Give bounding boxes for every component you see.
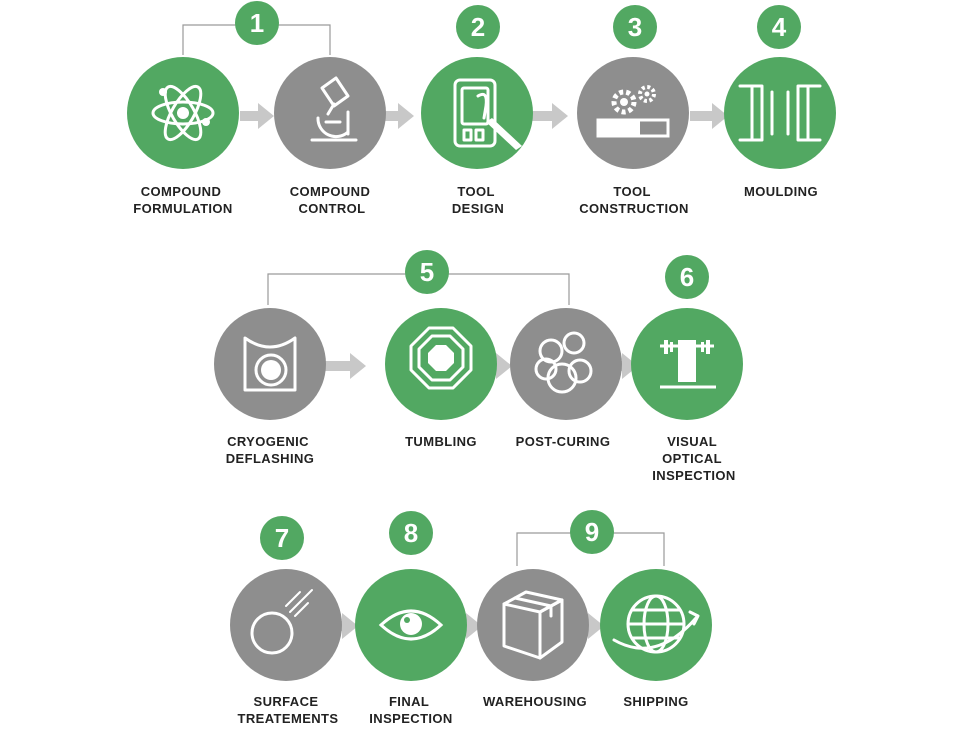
atom-icon: [151, 84, 215, 142]
step-surface-treatements: SURFACE TREATEMENTS: [230, 569, 342, 726]
arrow-3: [530, 103, 568, 129]
svg-text:4: 4: [772, 12, 787, 42]
deflash-icon: [243, 336, 297, 392]
step-tool-design: TOOL DESIGN: [421, 57, 533, 216]
step-compound-control: COMPOUND CONTROL: [274, 57, 386, 216]
arrow-1: [240, 103, 274, 129]
stage-badge-7: 7: [260, 516, 304, 560]
stage-badge-5: 5: [405, 250, 449, 294]
svg-text:5: 5: [420, 257, 434, 287]
step-label: TOOL CONSTRUCTION: [579, 184, 689, 216]
svg-text:7: 7: [275, 523, 289, 553]
step-label: CRYOGENIC DEFLASHING: [226, 434, 315, 466]
step-circle: [724, 57, 836, 169]
rings-icon: [534, 331, 593, 394]
svg-text:8: 8: [404, 518, 418, 548]
step-shipping: SHIPPING: [600, 569, 712, 709]
microscope-icon: [310, 76, 358, 142]
step-tool-construction: TOOL CONSTRUCTION: [577, 57, 689, 216]
box-icon: [502, 590, 564, 660]
step-circle: [230, 569, 342, 681]
stage-badge-8: 8: [389, 511, 433, 555]
stage-badge-1: 1: [235, 1, 279, 45]
step-visual-optical-inspection: VISUAL OPTICAL INSPECTION: [631, 308, 743, 483]
step-label: VISUAL OPTICAL INSPECTION: [652, 434, 735, 483]
svg-text:9: 9: [585, 517, 599, 547]
gears-icon: [596, 85, 670, 138]
step-circle: [477, 569, 589, 681]
step-label: COMPOUND FORMULATION: [133, 184, 232, 216]
step-tumbling: TUMBLING: [385, 308, 497, 449]
stage-badges: 1 2 3 4 5 6 7 8: [235, 1, 801, 560]
eye-icon: [378, 609, 444, 641]
step-label: TOOL DESIGN: [452, 184, 504, 216]
stage-badge-9: 9: [570, 510, 614, 554]
step-circle: [577, 57, 689, 169]
stage-badge-2: 2: [456, 5, 500, 49]
svg-text:6: 6: [680, 262, 694, 292]
arrow-4: [690, 103, 728, 129]
stage-badge-4: 4: [757, 5, 801, 49]
step-moulding: MOULDING: [724, 57, 836, 199]
step-label: SHIPPING: [623, 694, 688, 709]
svg-text:2: 2: [471, 12, 485, 42]
svg-text:3: 3: [628, 12, 642, 42]
step-cryogenic-deflashing: CRYOGENIC DEFLASHING: [214, 308, 326, 466]
step-final-inspection: FINAL INSPECTION: [355, 569, 467, 726]
step-label: WAREHOUSING: [483, 694, 587, 709]
step-label: COMPOUND CONTROL: [290, 184, 375, 216]
step-label: SURFACE TREATEMENTS: [238, 694, 339, 726]
globe-icon: [612, 594, 700, 654]
tablet-stylus-icon: [453, 78, 522, 150]
octagon-icon: [409, 326, 473, 390]
step-post-curing: POST-CURING: [510, 308, 622, 449]
step-circle: [421, 57, 533, 169]
arrow-5: [314, 353, 366, 379]
press-icon: [738, 84, 822, 142]
stage-badge-6: 6: [665, 255, 709, 299]
ring-spray-icon: [250, 589, 313, 655]
stage-badge-3: 3: [613, 5, 657, 49]
step-label: TUMBLING: [405, 434, 477, 449]
step-compound-formulation: COMPOUND FORMULATION: [127, 57, 239, 216]
step-label: MOULDING: [744, 184, 818, 199]
svg-text:1: 1: [250, 8, 264, 38]
step-label: POST-CURING: [516, 434, 611, 449]
step-label: FINAL INSPECTION: [369, 694, 452, 726]
arrow-2: [380, 103, 414, 129]
inspection-rig-icon: [660, 340, 716, 389]
step-warehousing: WAREHOUSING: [477, 569, 589, 709]
